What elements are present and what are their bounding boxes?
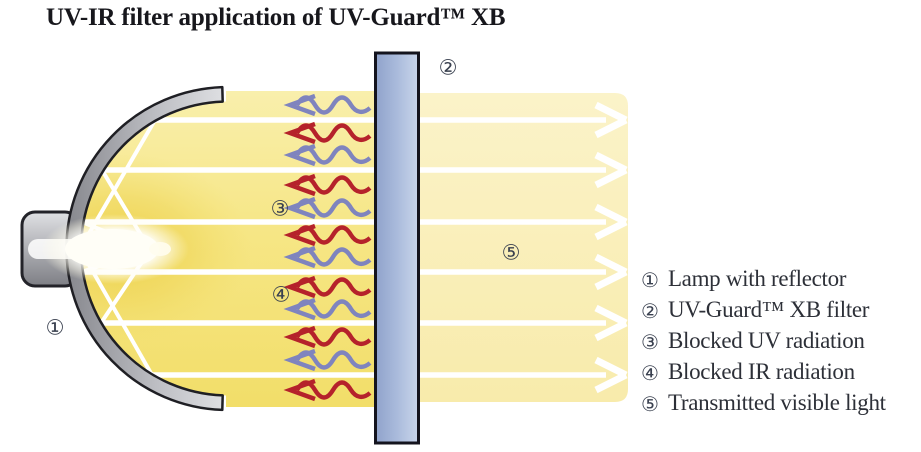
ray-arrowhead-icon <box>594 253 628 291</box>
ray-arrowhead-icon <box>594 356 628 394</box>
legend-marker: ① <box>641 268 659 292</box>
blocked-ir-arrow-icon <box>283 223 372 247</box>
marker-blocked-uv: ③ <box>270 196 290 221</box>
blocked-ir-arrow-icon <box>283 275 372 299</box>
blocked-radiation-arrows <box>283 93 372 402</box>
marker-filter: ② <box>438 55 458 80</box>
blocked-uv-arrow-icon <box>283 348 372 372</box>
light-rays <box>81 101 628 394</box>
ray-arrowhead-icon <box>594 101 628 139</box>
legend: ① Lamp with reflector ② UV-Guard™ XB filter… <box>641 266 886 421</box>
blocked-ir-arrow-icon <box>283 325 372 349</box>
legend-item-1: ① Lamp with reflector <box>641 266 886 297</box>
blocked-ir-arrow-icon <box>283 173 372 197</box>
page-title: UV-IR filter application of UV-Guard™ XB <box>46 4 506 31</box>
legend-marker: ⑤ <box>641 392 659 416</box>
filter-bar <box>374 51 420 445</box>
blocked-uv-arrow-icon <box>283 297 372 321</box>
marker-blocked-ir: ④ <box>271 282 291 307</box>
blocked-uv-arrow-icon <box>283 143 372 167</box>
marker-lamp: ① <box>45 315 65 340</box>
legend-marker: ③ <box>641 330 659 354</box>
ray-arrowhead-icon <box>594 151 628 189</box>
legend-label: Transmitted visible light <box>667 390 886 415</box>
legend-label: Blocked IR radiation <box>667 359 855 384</box>
blocked-uv-arrow-icon <box>283 196 372 220</box>
legend-item-2: ② UV-Guard™ XB filter <box>641 297 886 328</box>
blocked-ir-arrow-icon <box>283 121 372 145</box>
reflector-arc <box>65 85 224 412</box>
legend-label: Blocked UV radiation <box>667 328 865 353</box>
legend-item-4: ④ Blocked IR radiation <box>641 359 886 390</box>
ray-arrowhead-icon <box>594 304 628 342</box>
ray-arrowhead-icon <box>594 203 628 241</box>
legend-label: UV-Guard™ XB filter <box>667 297 870 322</box>
marker-transmitted: ⑤ <box>501 240 521 265</box>
lamp-bulb <box>65 229 159 269</box>
blocked-ir-arrow-icon <box>283 378 372 402</box>
right-beam <box>418 93 628 402</box>
lamp-bulb-tip <box>149 242 171 256</box>
legend-item-3: ③ Blocked UV radiation <box>641 328 886 359</box>
legend-marker: ② <box>641 299 659 323</box>
blocked-uv-arrow-icon <box>283 245 372 269</box>
legend-item-5: ⑤ Transmitted visible light <box>641 390 886 421</box>
legend-marker: ④ <box>641 361 659 385</box>
legend-label: Lamp with reflector <box>667 266 847 291</box>
blocked-uv-arrow-icon <box>283 93 372 117</box>
